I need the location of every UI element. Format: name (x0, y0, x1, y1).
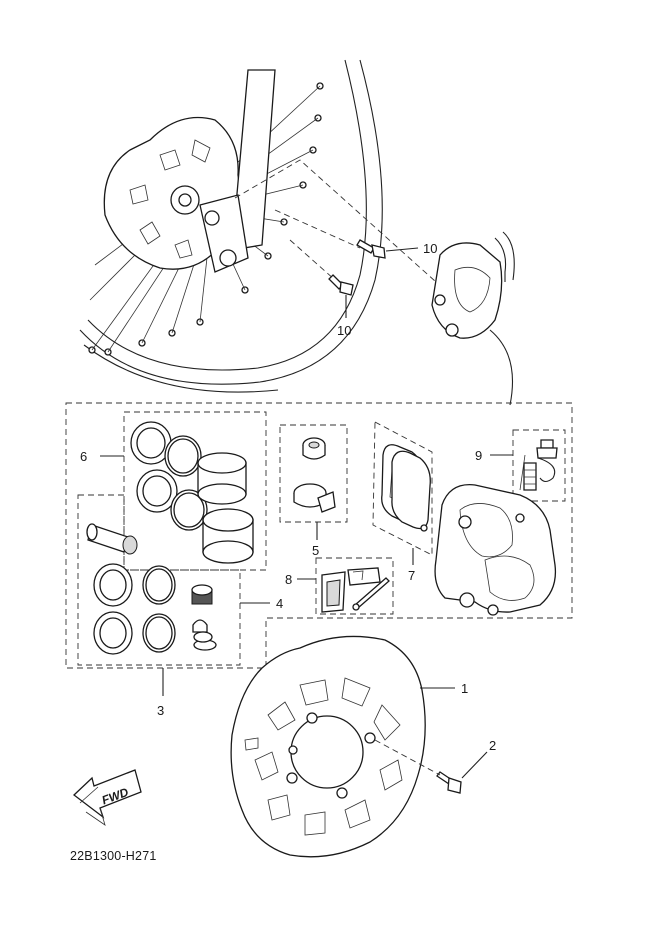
kit-8-boundary (315, 557, 394, 615)
front-wheel-assembly (79, 59, 383, 393)
kit-7-boundary (372, 421, 433, 556)
callout-4: 4 (276, 596, 283, 611)
leader-2 (461, 751, 488, 779)
callout-9: 9 (475, 448, 482, 463)
caliper-bolt-upper (356, 239, 386, 259)
spoke-nipples (88, 82, 324, 356)
brake-pad-kit-7 (381, 444, 431, 532)
callout-10-upper: 10 (423, 241, 437, 256)
callout-2: 2 (489, 738, 496, 753)
fwd-arrow-icon: FWD (72, 769, 142, 826)
hose-guide-line (489, 329, 513, 406)
mounting-guide-line (234, 159, 446, 291)
caliper-assembly-boundary (65, 402, 573, 669)
callout-8: 8 (285, 572, 292, 587)
mounted-caliper (431, 231, 515, 339)
brake-disc (230, 635, 426, 858)
callout-5: 5 (312, 543, 319, 558)
kit-4-boundary (77, 494, 241, 666)
disc-bolt (436, 771, 462, 794)
piston-seal-kit-6 (130, 421, 254, 564)
callout-6: 6 (80, 449, 87, 464)
callout-10-lower: 10 (337, 323, 351, 338)
bolt-guide-line-lower (289, 239, 336, 281)
disc-bolt-guide-line (374, 739, 441, 776)
caliper-seal-kit-4 (86, 523, 217, 655)
caliper-body (434, 454, 557, 616)
pad-spring-pin-kit-8 (321, 567, 390, 613)
leader-10-upper (385, 247, 419, 252)
callout-1: 1 (461, 681, 468, 696)
kit-5-boundary (279, 424, 348, 523)
callout-3: 3 (157, 703, 164, 718)
caliper-bolt-lower (328, 274, 354, 296)
bolt-guide-line-upper (274, 209, 361, 249)
dust-boot-kit-5 (293, 437, 336, 513)
diagram-code: 22B1300-H271 (70, 849, 157, 863)
callout-7: 7 (408, 568, 415, 583)
bleed-screw-kit-9 (523, 439, 558, 491)
kit-9-boundary (512, 429, 566, 502)
